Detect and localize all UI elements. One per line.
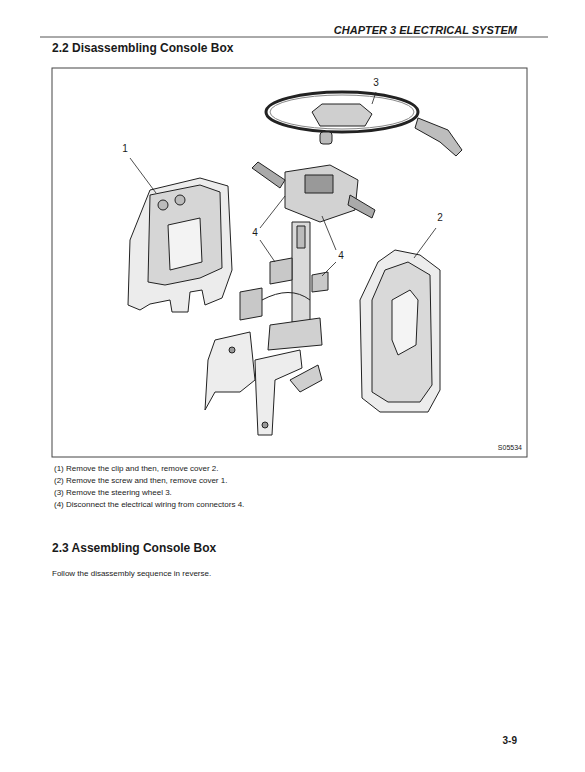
steering-column (292, 222, 310, 322)
callout-number: 3 (373, 77, 379, 89)
leader-lines (130, 92, 436, 276)
page-number: 3-9 (503, 735, 517, 747)
step-text: (2) Remove the screw and then, remove co… (54, 476, 227, 486)
knob (415, 118, 462, 156)
header-rule (40, 37, 548, 38)
callout-number: 2 (437, 212, 443, 224)
section-heading: 2.3 Assembling Console Box (52, 541, 216, 555)
combination-switch (285, 165, 358, 222)
cover-1-face (148, 185, 222, 285)
bracket-right (255, 350, 302, 435)
page-header: CHAPTER 3 ELECTRICAL SYSTEM (334, 24, 517, 37)
figure-code: S05534 (498, 444, 522, 452)
step-text: (1) Remove the clip and then, remove cov… (54, 464, 219, 474)
callout-number: 1 (122, 143, 128, 155)
callout-number: 4 (338, 250, 344, 262)
lever-left (252, 162, 285, 188)
cover-2 (360, 250, 440, 412)
lever-right (348, 195, 375, 218)
connector (312, 272, 328, 292)
steering-wheel (266, 92, 418, 132)
step-text: (3) Remove the steering wheel 3. (54, 488, 172, 498)
section-heading: 2.2 Disassembling Console Box (52, 41, 233, 55)
figure-frame (52, 68, 527, 457)
bracket-left (205, 332, 255, 410)
body-text: Follow the disassembly sequence in rever… (52, 569, 211, 579)
cover-1 (128, 178, 232, 312)
step-text: (4) Disconnect the electrical wiring fro… (54, 500, 244, 510)
wheel-hub (312, 104, 372, 126)
connector (270, 258, 292, 284)
exploded-view (128, 92, 462, 435)
callout-number: 4 (252, 227, 258, 239)
